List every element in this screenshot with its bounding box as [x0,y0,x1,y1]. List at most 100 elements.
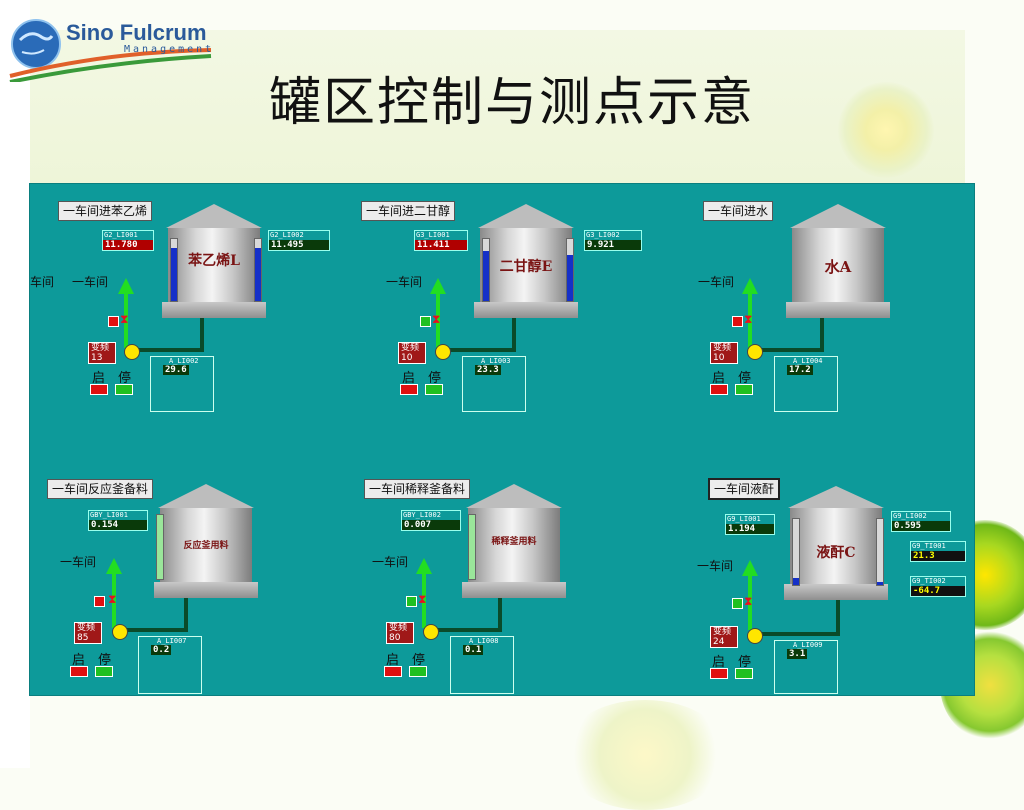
level-box: A_LI003 23.3 [462,356,526,412]
tag-value: 0.154 [89,520,147,530]
frequency-value: 10 [713,353,725,363]
level-tag-left[interactable]: G2_LI001 11.780 [102,230,154,251]
valve-status-indicator [406,596,417,607]
level-tag-right[interactable]: G3_LI002 9.921 [584,230,642,251]
frequency-label: 变频 [77,623,96,633]
start-label: 启 [402,371,416,386]
tag-name: G9_TI002 [912,577,946,585]
pump-icon[interactable] [124,344,140,360]
tank[interactable] [468,508,560,582]
destination-label: 一车间 [386,275,423,289]
tank-label: 苯乙烯L [188,253,240,269]
frequency-display[interactable]: 变频 85 [74,622,102,644]
tag-value: 9.921 [585,240,641,250]
valve-icon[interactable]: ⧗ [120,312,129,326]
unit-title[interactable]: 一车间进苯乙烯 [58,201,153,221]
valve-status-indicator [732,316,743,327]
level-tag-left[interactable]: GBY_LI002 0.007 [401,510,461,531]
tank-roof [166,204,262,228]
start-button[interactable] [90,384,108,395]
tank[interactable] [160,508,252,582]
tank-label: 反应釜用料 [183,541,229,551]
stop-button[interactable] [115,384,133,395]
stop-button[interactable] [95,666,113,677]
level-tag-right[interactable]: G9_LI002 0.595 [891,511,951,532]
tank-base [786,302,890,318]
pump-icon[interactable] [423,624,439,640]
valve-icon[interactable]: ⧗ [108,592,117,606]
valve-icon[interactable]: ⧗ [432,312,441,326]
tag-value: 0.595 [892,521,950,531]
pipe [134,348,204,352]
destination-label: 一车间 [698,275,735,289]
frequency-display[interactable]: 变频 13 [88,342,116,364]
stop-button[interactable] [735,668,753,679]
tank[interactable] [168,228,260,302]
pump-icon[interactable] [747,628,763,644]
start-button[interactable] [710,384,728,395]
tank-base [162,302,266,318]
box-value: 23.3 [475,365,501,375]
flow-arrow-icon [742,560,758,576]
pump-icon[interactable] [435,344,451,360]
stop-button[interactable] [409,666,427,677]
pipe [200,318,204,350]
frequency-display[interactable]: 变频 80 [386,622,414,644]
unit-title[interactable]: 一车间进二甘醇 [361,201,456,221]
level-tag-left[interactable]: G9_LI001 1.194 [725,514,775,535]
frequency-display[interactable]: 变频 24 [710,626,738,648]
tag-value: 11.780 [103,240,153,250]
box-name: A_LI007 [157,637,187,645]
level-gauge-right [254,238,262,302]
tank-roof [158,484,254,508]
tank[interactable] [792,228,884,302]
flow-arrow-icon [106,558,122,574]
temperature-tag[interactable]: G9_TI001 21.3 [910,541,966,562]
valve-status-indicator [732,598,743,609]
stop-button[interactable] [735,384,753,395]
valve-icon[interactable]: ⧗ [418,592,427,606]
box-name: A_LI002 [169,357,199,365]
tank-label: 稀释釜用料 [491,537,537,547]
stop-button[interactable] [425,384,443,395]
unit-title[interactable]: 一车间反应釜备料 [47,479,154,499]
tank-roof [478,204,574,228]
valve-icon[interactable]: ⧗ [744,594,753,608]
valve-icon[interactable]: ⧗ [744,312,753,326]
level-tag-left[interactable]: GBY_LI001 0.154 [88,510,148,531]
start-button[interactable] [400,384,418,395]
pipe [836,600,840,634]
tank[interactable] [790,508,882,584]
tag-value: -64.7 [911,586,965,596]
box-value: 29.6 [163,365,189,375]
level-box: A_LI004 17.2 [774,356,838,412]
frequency-value: 13 [91,353,103,363]
pump-icon[interactable] [747,344,763,360]
start-button[interactable] [70,666,88,677]
start-label: 启 [386,653,400,668]
frequency-value: 80 [389,633,401,643]
unit-title[interactable]: 一车间稀释釜备料 [364,479,471,499]
unit-title[interactable]: 一车间进水 [703,201,774,221]
pipe [512,318,516,350]
level-tag-right[interactable]: G2_LI002 11.495 [268,230,330,251]
flow-arrow-icon [416,558,432,574]
tank-label: 二甘醇E [499,259,553,275]
level-gauge-left [156,514,164,580]
tank[interactable] [480,228,572,302]
frequency-label: 变频 [91,343,110,353]
unit-title[interactable]: 一车间液酐 [708,478,781,500]
valve-status-indicator [108,316,119,327]
pump-icon[interactable] [112,624,128,640]
start-button[interactable] [710,668,728,679]
level-box: A_LI008 0.1 [450,636,514,694]
globe-logo-icon [9,19,212,84]
tag-name: G2_LI001 [104,231,138,239]
frequency-display[interactable]: 变频 10 [710,342,738,364]
pipe [122,628,188,632]
flow-arrow-icon [118,278,134,294]
temperature-tag[interactable]: G9_TI002 -64.7 [910,576,966,597]
frequency-display[interactable]: 变频 10 [398,342,426,364]
start-button[interactable] [384,666,402,677]
level-tag-left[interactable]: G3_LI001 11.411 [414,230,468,251]
